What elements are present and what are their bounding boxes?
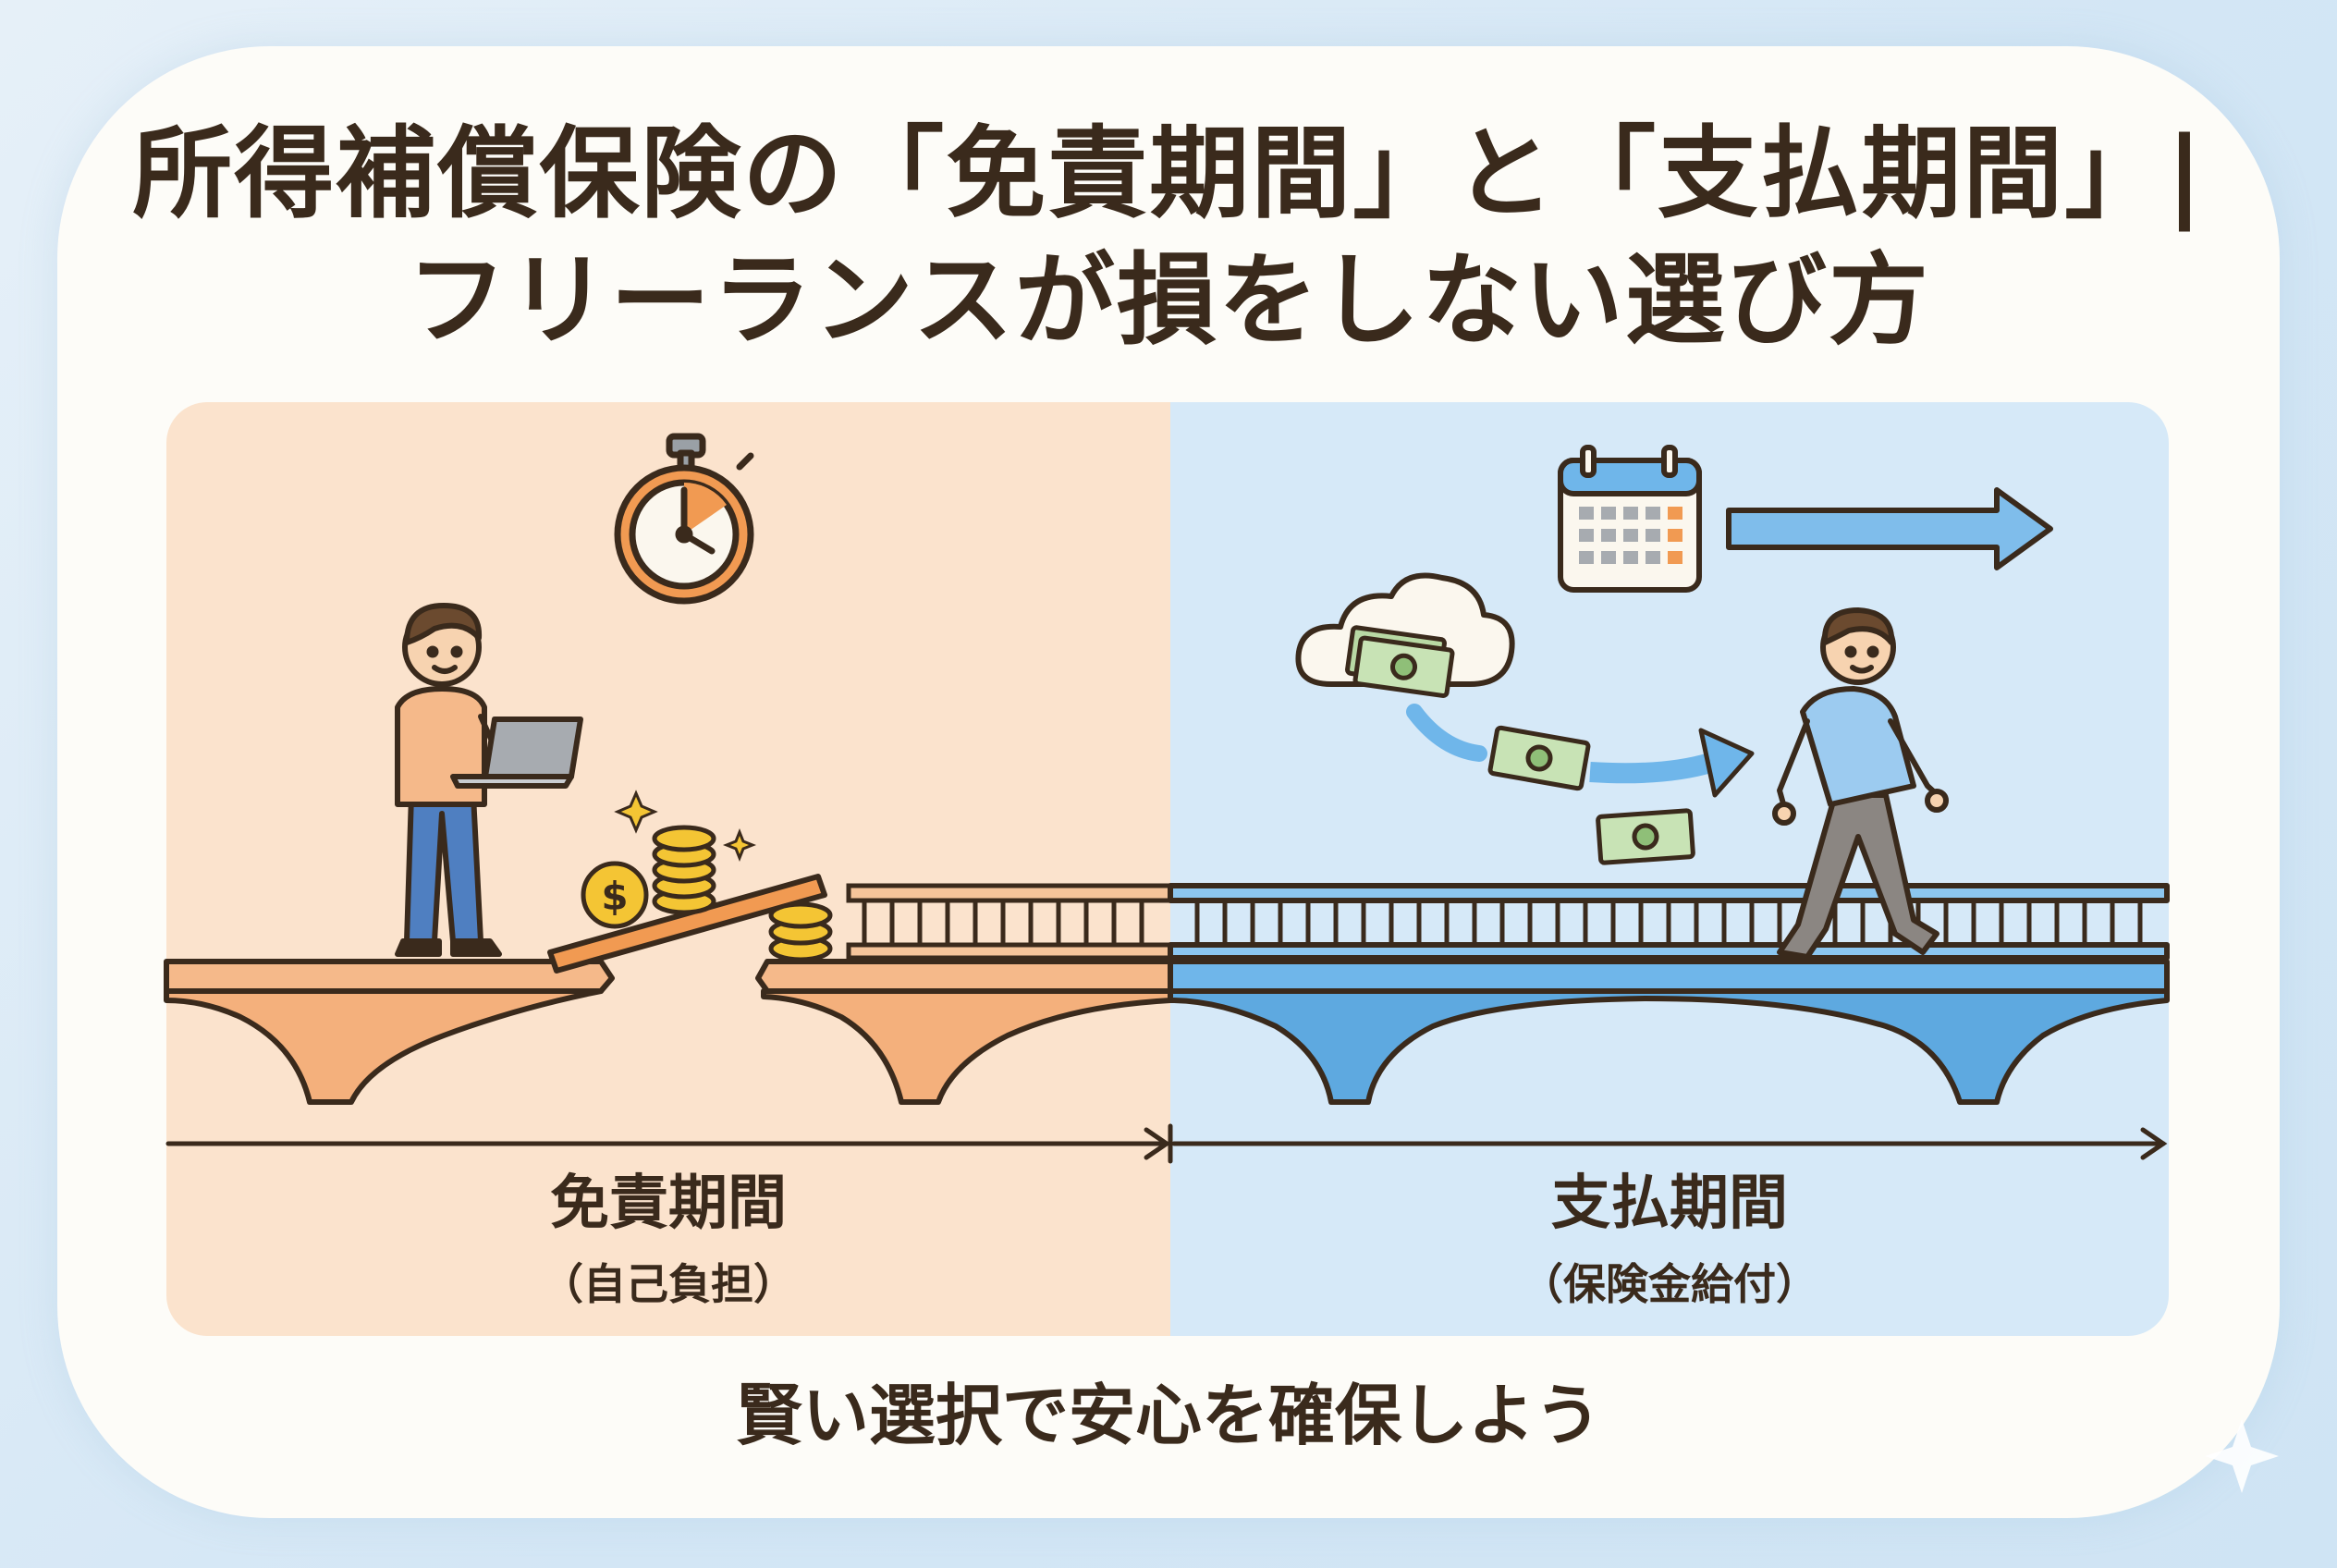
page-title-line2: フリーランスが損をしない選び方 bbox=[407, 243, 1930, 359]
svg-text:$: $ bbox=[601, 874, 628, 919]
timeline-axis bbox=[165, 1123, 2168, 1164]
footer-message: 賢い選択で安心を確保しよう bbox=[735, 1377, 1601, 1454]
calendar-icon bbox=[1558, 445, 1702, 593]
payment-period-sublabel: （保険金給付） bbox=[1521, 1259, 1818, 1309]
laptop-icon bbox=[450, 717, 583, 789]
walking-person-figure bbox=[1772, 607, 1949, 960]
broken-bridge bbox=[164, 874, 1173, 1105]
bridge-posts-right bbox=[1194, 900, 2143, 945]
payment-period-label: 支払期間 bbox=[1551, 1170, 1788, 1238]
money-icon bbox=[1345, 625, 1695, 865]
stopwatch-icon bbox=[614, 433, 754, 605]
corner-sparkle-icon bbox=[2205, 1419, 2279, 1493]
sparkle-icon bbox=[614, 790, 757, 863]
deductible-period-label: 免責期間 bbox=[550, 1170, 787, 1238]
money-flow-arrow bbox=[1406, 704, 1755, 798]
arrow-right-icon bbox=[1726, 487, 2053, 570]
bridge-posts-left bbox=[862, 900, 1144, 945]
coin-icon: $ bbox=[581, 825, 833, 962]
page-title-line1: 所得補償保険の「免責期間」と「支払期間」| bbox=[132, 116, 2205, 232]
deductible-period-sublabel: （自己負担） bbox=[541, 1259, 796, 1309]
bridge-railing-left bbox=[846, 883, 1173, 961]
